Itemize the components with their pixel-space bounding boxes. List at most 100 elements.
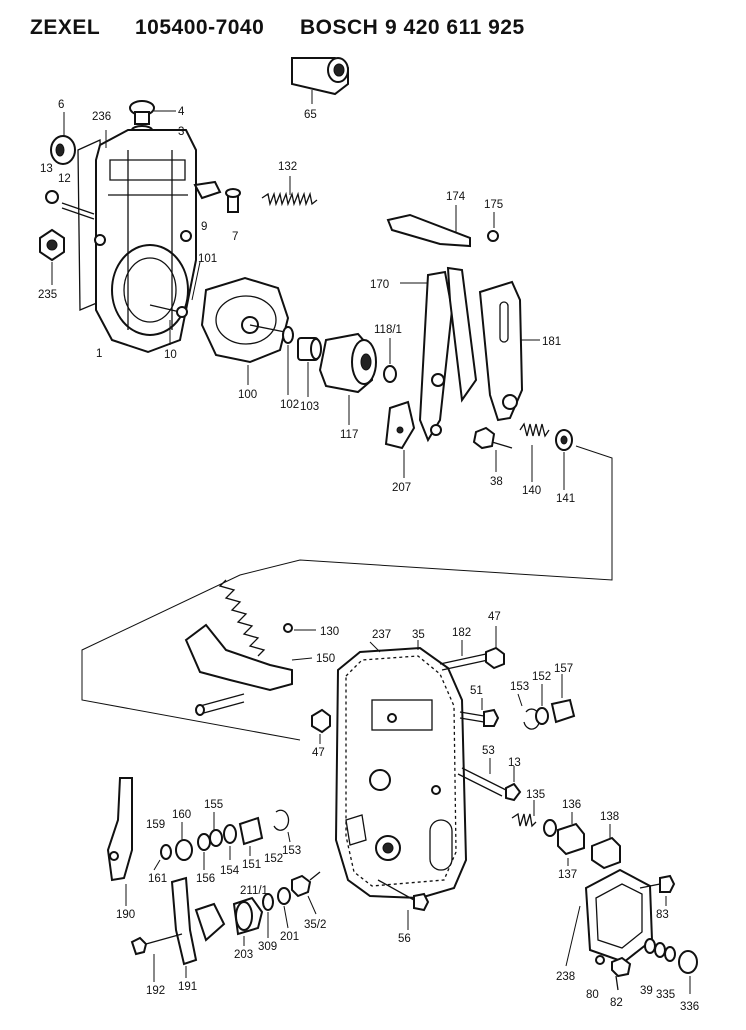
label-170: 170 [370, 279, 389, 291]
label-10: 10 [164, 349, 177, 361]
label-39: 39 [640, 985, 653, 997]
part-117-sliding-sleeve [318, 332, 377, 425]
part-number-right: 9 420 611 925 [385, 16, 525, 39]
label-236: 236 [92, 111, 111, 123]
label-9: 9 [201, 221, 207, 233]
part-103-bushing [297, 337, 322, 397]
label-13-upper: 13 [40, 163, 53, 175]
part-10-screw [149, 261, 201, 345]
part-6-nut [50, 112, 76, 165]
brand-right: BOSCH [300, 16, 379, 39]
part-132-spring [261, 176, 318, 207]
label-182: 182 [452, 627, 471, 639]
label-141: 141 [556, 493, 575, 505]
part-192-screw [130, 933, 183, 982]
label-211-1: 211/1 [240, 885, 268, 897]
label-137: 137 [558, 869, 577, 881]
part-38-bolt [472, 426, 513, 472]
part-150-lever-shaft [184, 623, 313, 716]
label-160: 160 [172, 809, 191, 821]
part-136-adapter [557, 812, 585, 856]
label-7: 7 [232, 231, 238, 243]
label-38: 38 [490, 476, 503, 488]
part-9-bracket [193, 180, 241, 213]
part-152-washer [535, 684, 549, 725]
label-53: 53 [482, 745, 495, 757]
part-number-left: 105400-7040 [135, 16, 265, 39]
label-335: 335 [656, 989, 675, 1001]
label-101: 101 [198, 253, 217, 265]
part-336-nut [678, 950, 698, 994]
brand-left: ZEXEL [30, 16, 101, 39]
label-82: 82 [610, 997, 623, 1009]
label-4: 4 [178, 106, 185, 118]
label-203: 203 [234, 949, 253, 961]
label-192: 192 [146, 985, 165, 997]
label-35-2: 35/2 [304, 919, 326, 931]
diagram-header: ZEXEL 105400-7040 BOSCH 9 420 611 925 [30, 16, 730, 48]
part-160-bushing [175, 822, 193, 861]
label-207: 207 [392, 482, 411, 494]
part-170-guide-lever [400, 266, 478, 443]
part-191-lever [170, 876, 226, 978]
part-238-cover-plate [565, 868, 654, 967]
label-51: 51 [470, 685, 483, 697]
part-118-1-washer [383, 338, 397, 383]
label-152: 152 [532, 671, 551, 683]
label-138: 138 [600, 811, 619, 823]
label-6: 6 [58, 99, 64, 111]
part-201-washer [277, 887, 291, 929]
label-153-upper: 153 [510, 681, 529, 693]
part-53-screw [457, 758, 522, 802]
label-56: 56 [398, 933, 411, 945]
label-237: 237 [372, 629, 391, 641]
part-207-bracket [384, 400, 416, 478]
label-174: 174 [446, 191, 466, 203]
label-65: 65 [304, 109, 317, 121]
label-140: 140 [522, 485, 541, 497]
part-65-sleeve [291, 57, 349, 104]
part-235-nut [39, 228, 65, 285]
label-102: 102 [280, 399, 299, 411]
label-132: 132 [278, 161, 297, 173]
part-309-ring [262, 893, 274, 938]
label-1: 1 [96, 348, 102, 360]
label-156: 156 [196, 873, 215, 885]
label-135: 135 [526, 789, 545, 801]
label-47-upper: 47 [488, 611, 501, 623]
part-100-flyweight-assembly [200, 276, 291, 385]
part-151-bushing [238, 816, 264, 856]
part-181-tensioning-lever [478, 280, 540, 422]
part-138-cap [591, 824, 621, 870]
label-47-lower: 47 [312, 747, 325, 759]
part-82-screw [611, 956, 632, 991]
label-151: 151 [242, 859, 261, 871]
label-83: 83 [656, 909, 669, 921]
label-309: 309 [258, 941, 277, 953]
part-141-washer [555, 429, 573, 490]
part-35-governor-cover [334, 640, 468, 900]
label-201: 201 [280, 931, 299, 943]
label-80: 80 [586, 989, 599, 1001]
label-152-lower: 152 [264, 853, 283, 865]
part-153-circlip-lower [273, 809, 291, 843]
label-13-lower: 13 [508, 757, 521, 769]
part-161-washer [153, 844, 172, 871]
part-51-screw [459, 698, 500, 727]
part-154-ring [223, 824, 237, 860]
label-235: 235 [38, 289, 57, 301]
connection-line [81, 445, 613, 741]
part-155-oring [209, 812, 223, 847]
part-39-washer [644, 938, 676, 962]
label-191: 191 [178, 981, 197, 993]
label-159: 159 [146, 819, 165, 831]
part-83-bolt [639, 874, 676, 906]
part-157-bushing [550, 674, 576, 724]
label-154: 154 [220, 865, 240, 877]
part-102-washer [282, 326, 294, 395]
label-153-lower: 153 [282, 845, 301, 857]
label-190: 190 [116, 909, 135, 921]
label-238: 238 [556, 971, 575, 983]
part-156-washer [197, 833, 211, 870]
